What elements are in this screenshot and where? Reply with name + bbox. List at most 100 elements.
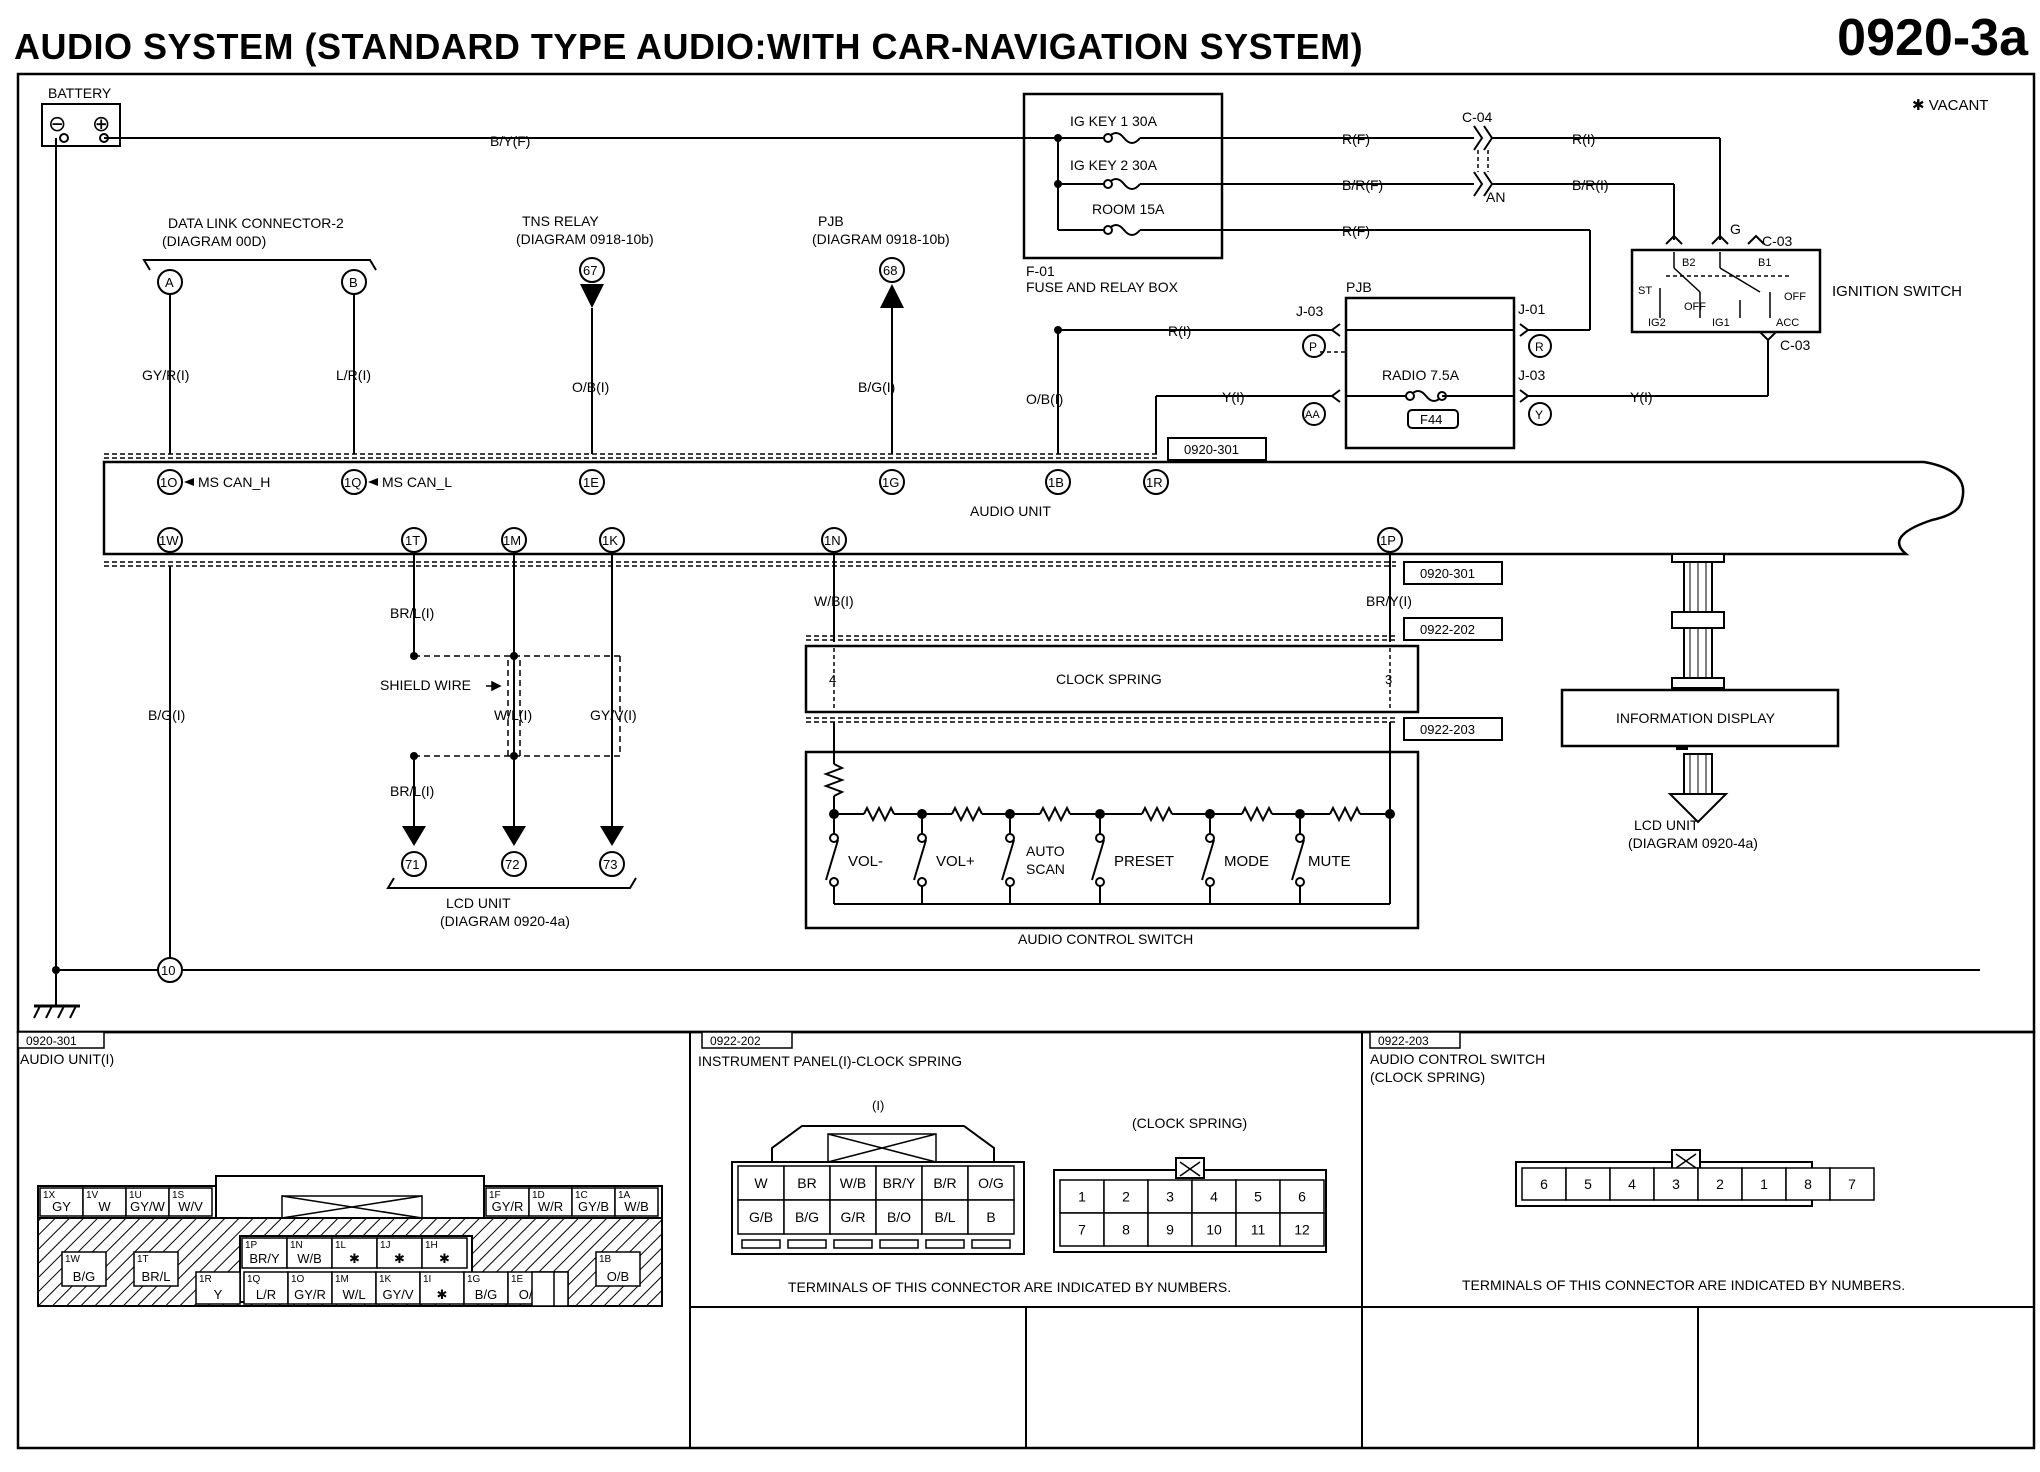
p3-row-label: 6 [1540,1176,1548,1192]
p1-top-right-wire-color: GY/B [578,1199,609,1214]
p1-low-cell [287,1271,333,1305]
p1-top-left-terminal-id: 1X [43,1190,56,1201]
p2-i-row1-label: W/B [840,1175,866,1191]
p2-cs-row1-label: 6 [1298,1189,1306,1205]
p1-low-wire-color: GY/V [382,1287,413,1302]
wire-lri: L/R(I) [336,367,371,383]
panel3-code: 0922-203 [1378,1034,1429,1048]
term-1r: 1R [1146,475,1163,490]
p1-mid-cell [331,1237,378,1269]
p2-i-row1-cell [829,1165,877,1201]
vol-minus-label: VOL- [848,853,883,870]
ref-203: 0922-203 [1420,722,1475,737]
p2-i-row1-cell [967,1165,1015,1201]
p1-left-terminal-id: 1W [65,1254,81,1265]
p1-mid-wire-color: ✱ [394,1251,405,1266]
pin-67: 67 [583,263,597,278]
p1-low-terminal-id: 1E [511,1274,524,1285]
p2-i-row2-cell [967,1199,1015,1235]
p2-i-row1-label: B/R [933,1175,956,1191]
fuse-box-label: FUSE AND RELAY BOX [1026,279,1179,295]
p1-right-terminal-id: 1B [599,1254,612,1265]
b1-label: B1 [1758,257,1771,269]
p1-top-left-wire-color: GY [52,1199,71,1214]
panel3-title: AUDIO CONTROL SWITCH [1370,1051,1545,1067]
p1-low-wire-color: B/G [475,1287,497,1302]
p2-cs-row1-cell [1191,1179,1237,1214]
p1-low-terminal-id: 1G [467,1274,481,1285]
f44-label: F44 [1420,412,1442,427]
shield-wire-label: SHIELD WIRE [380,677,471,693]
st-label: ST [1638,285,1652,297]
p2-latch [971,1239,1011,1249]
p1-top-left-wire-color: W/V [178,1199,203,1214]
information-display-box [1560,688,1840,748]
p2-cs-row2-cell [1103,1212,1149,1247]
p1-low-wire-color: L/R [256,1287,276,1302]
igkey1-label: IG KEY 1 30A [1070,113,1158,129]
lcd-sub-label: (DIAGRAM 0920-4a) [440,913,570,929]
diagram-number: 0920-3a [1837,9,2028,67]
p1-top-right-wire-color: W/R [538,1199,563,1214]
wire-byf: B/Y(F) [490,133,530,149]
off1-label: OFF [1684,301,1706,313]
wire-gyri: GY/R(I) [142,367,189,383]
p2-i-row2-cell [875,1199,923,1235]
p2-cs-row2-label: 12 [1294,1222,1310,1238]
panel2-sub-cs: (CLOCK SPRING) [1132,1115,1247,1131]
p1-low-wire-color: ✱ [437,1287,448,1302]
preset-label: PRESET [1114,853,1174,870]
switch-contacts [825,809,1395,904]
p3-row-label: 5 [1584,1176,1592,1192]
p2-i-row2-label: B/G [795,1209,819,1225]
p2-latch [741,1239,781,1249]
p2-latch [833,1239,873,1249]
term-1o: 1O [160,475,177,490]
j01-label: J-01 [1518,301,1545,317]
p1-top-right-wire-color: GY/R [492,1199,524,1214]
off2-label: OFF [1784,291,1806,303]
vacant-note: ✱ VACANT [1912,97,1988,114]
p3-row-label: 7 [1848,1176,1856,1192]
p2-cs-row2-cell [1059,1212,1105,1247]
p1-low-terminal-id: 1M [335,1274,349,1285]
p1-low-terminal-id: 1I [423,1274,431,1285]
term-1p: 1P [1380,533,1396,548]
ref-202: 0922-202 [1420,622,1475,637]
panel2-sub-i: (I) [872,1098,884,1113]
p1-mid-wire-color: BR/Y [249,1251,280,1266]
wire-wbi: W/B(I) [814,593,854,609]
scan-label: SCAN [1026,861,1065,877]
p2-i-row2-label: B/O [887,1209,911,1225]
battery-minus: ⊖ [48,111,66,136]
wire-ri: R(I) [1572,131,1595,147]
pjb-top-sub-label: (DIAGRAM 0918-10b) [812,231,950,247]
p1-top-right-terminal-id: 1F [489,1190,501,1201]
p2-cs-row2-label: 10 [1206,1222,1222,1238]
p2-latch [925,1239,965,1249]
p1-mid-terminal-id: 1H [425,1240,438,1251]
p1-top-left-wire-color: W [98,1199,111,1214]
pin-r: R [1535,340,1544,354]
p1-low-wire-color: GY/R [294,1287,326,1302]
p2-i-row1-label: O/G [978,1175,1004,1191]
panel1-title: AUDIO UNIT(I) [20,1051,114,1067]
lcd-label: LCD UNIT [446,895,511,911]
cs-pin-4: 4 [829,672,836,687]
p2-i-row1-cell [921,1165,969,1201]
ignition-switch-label: IGNITION SWITCH [1832,283,1962,300]
wire-bli1: BR/L(I) [390,605,434,621]
term-1b: 1B [1048,475,1064,490]
b2-label: B2 [1682,257,1695,269]
mscanh-label: MS CAN_H [198,474,270,490]
p1-low-wire-color: Y [214,1287,223,1302]
pin-68: 68 [883,263,897,278]
wire-obi2: O/B(I) [1026,391,1063,407]
auto-label: AUTO [1026,843,1065,859]
term-1n: 1N [824,533,841,548]
p1-mid-terminal-id: 1L [335,1240,347,1251]
p3-row-cell [1741,1167,1787,1201]
p3-row-label: 8 [1804,1176,1812,1192]
p1-low-cell [195,1271,241,1305]
panel-0920-301: 0920-301 AUDIO UNIT(I) 1XGY1VW1UGY/W1SW/… [17,1031,663,1307]
